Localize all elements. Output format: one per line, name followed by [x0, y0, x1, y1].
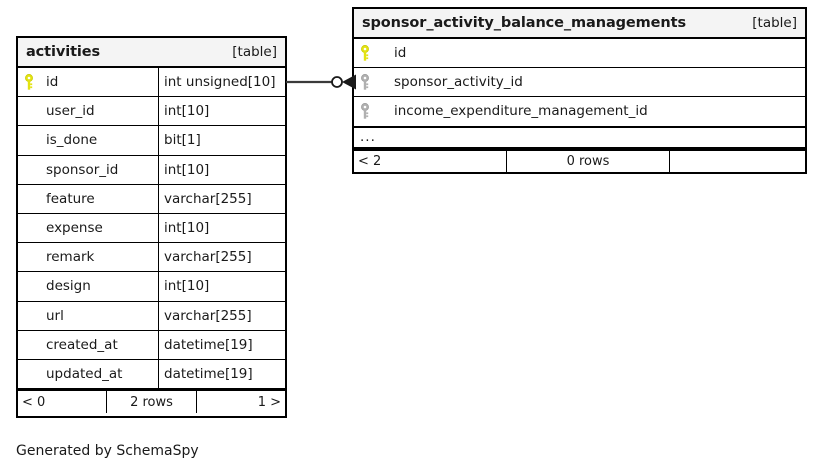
column-name: design: [46, 278, 91, 295]
table-header-activities: activities [table]: [18, 38, 285, 68]
table-row[interactable]: sponsor_activity_id: [354, 68, 805, 98]
column-name: expense: [46, 220, 103, 237]
column-name: user_id: [46, 103, 95, 120]
column-name: created_at: [46, 336, 118, 353]
foreign-key-icon: [360, 73, 382, 91]
column-name: sponsor_activity_id: [394, 74, 523, 91]
column-type: varchar[255]: [158, 243, 285, 272]
column-name-cell: remark: [18, 243, 158, 271]
row-count-label: 2 rows: [106, 391, 197, 414]
table-title: sponsor_activity_balance_managements: [362, 15, 686, 31]
primary-key-icon: [24, 73, 46, 91]
column-name-cell: user_id: [18, 97, 158, 125]
column-name-cell: design: [18, 272, 158, 300]
column-name-cell: created_at: [18, 331, 158, 359]
column-name-cell: sponsor_activity_id: [354, 68, 805, 96]
column-name: updated_at: [46, 365, 123, 382]
row-count-label: 0 rows: [506, 150, 670, 173]
table-type-tag: [table]: [752, 15, 797, 31]
foreign-key-icon: [360, 103, 382, 120]
column-type: int[10]: [158, 272, 285, 301]
table-row[interactable]: design int[10]: [18, 272, 285, 302]
column-type: varchar[255]: [158, 184, 285, 213]
table-row[interactable]: id int unsigned[10]: [18, 68, 285, 98]
column-name: id: [394, 45, 407, 62]
column-type: datetime[19]: [158, 359, 285, 389]
column-type: bit[1]: [158, 126, 285, 155]
table-row[interactable]: created_at datetime[19]: [18, 330, 285, 360]
entity-table-activities[interactable]: activities [table] id int unsigned[10]: [16, 36, 287, 418]
table-row[interactable]: remark varchar[255]: [18, 243, 285, 273]
relationship-connector-activities-to-sponsor-activity-balance-managements[interactable]: [286, 68, 356, 96]
table-row[interactable]: feature varchar[255]: [18, 184, 285, 214]
table-row[interactable]: url varchar[255]: [18, 301, 285, 331]
column-name-cell: sponsor_id: [18, 156, 158, 184]
column-name: url: [46, 307, 64, 324]
table-row[interactable]: is_done bit[1]: [18, 126, 285, 156]
table-title: activities: [26, 44, 101, 60]
column-name: income_expenditure_management_id: [394, 103, 648, 120]
column-name-cell: feature: [18, 185, 158, 213]
column-name-cell: income_expenditure_management_id: [354, 97, 805, 125]
prev-degree-button[interactable]: < 2: [358, 154, 382, 170]
more-columns-ellipsis: ...: [354, 126, 805, 149]
column-name: id: [46, 74, 59, 91]
column-type: int unsigned[10]: [158, 68, 285, 97]
table-header-sponsor-activity-balance-managements: sponsor_activity_balance_managements [ta…: [354, 9, 805, 39]
column-name-cell: url: [18, 302, 158, 330]
column-type: datetime[19]: [158, 330, 285, 359]
column-name-cell: is_done: [18, 126, 158, 154]
column-name: is_done: [46, 132, 98, 149]
table-row[interactable]: sponsor_id int[10]: [18, 155, 285, 185]
primary-key-icon: [360, 44, 382, 62]
entity-table-sponsor-activity-balance-managements[interactable]: sponsor_activity_balance_managements [ta…: [352, 7, 807, 174]
next-degree-button[interactable]: [670, 151, 805, 173]
generated-by-caption: Generated by SchemaSpy: [16, 443, 199, 459]
next-degree-button[interactable]: 1 >: [257, 394, 281, 410]
column-name-cell: expense: [18, 214, 158, 242]
prev-degree-button[interactable]: < 0: [22, 394, 46, 410]
column-type: int[10]: [158, 97, 285, 126]
column-name-cell: id: [354, 39, 805, 67]
table-footer-sponsor-activity-balance-managements: < 2 0 rows: [354, 148, 805, 173]
column-type: int[10]: [158, 213, 285, 243]
column-name: feature: [46, 190, 95, 207]
column-name-cell: updated_at: [18, 360, 158, 388]
column-type: int[10]: [158, 155, 285, 184]
table-footer-activities: < 0 2 rows 1 >: [18, 389, 285, 414]
table-row[interactable]: income_expenditure_management_id: [354, 97, 805, 127]
table-row[interactable]: user_id int[10]: [18, 97, 285, 127]
table-type-tag: [table]: [232, 44, 277, 60]
column-type: varchar[255]: [158, 301, 285, 330]
column-name: remark: [46, 249, 95, 266]
table-row[interactable]: expense int[10]: [18, 213, 285, 244]
table-row[interactable]: updated_at datetime[19]: [18, 359, 285, 390]
column-name: sponsor_id: [46, 161, 119, 178]
column-name-cell: id: [18, 68, 158, 96]
table-row[interactable]: id: [354, 39, 805, 69]
